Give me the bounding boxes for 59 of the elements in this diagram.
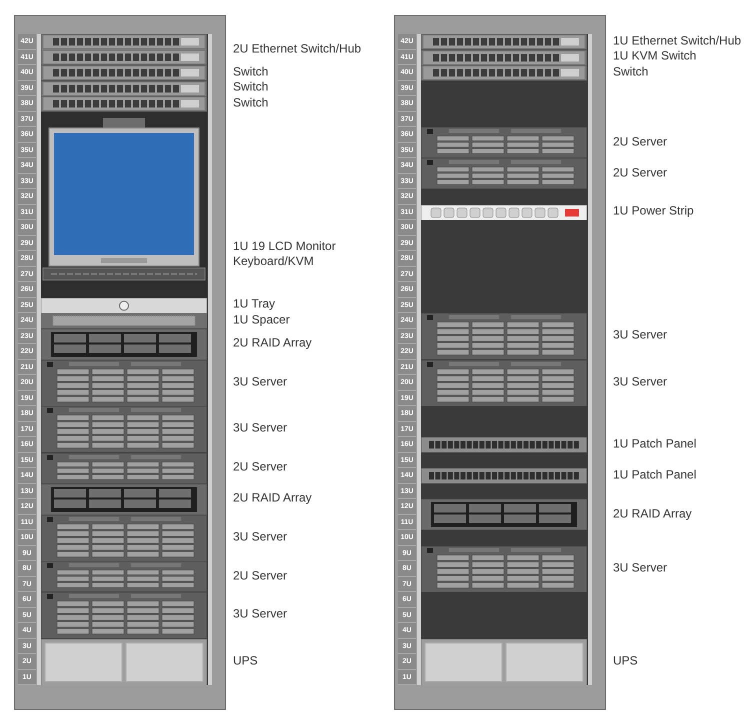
- server-drawing: [421, 127, 587, 158]
- patch-panel-drawing: [421, 437, 587, 452]
- device-label: 2U RAID Array: [233, 336, 312, 350]
- device-label: Switch: [613, 64, 648, 80]
- server-drawing: [41, 561, 207, 592]
- switch-drawing: [41, 80, 207, 96]
- server-drawing: [41, 452, 207, 484]
- device-label: 1U Patch Panel: [613, 467, 696, 482]
- switch-drawing: [41, 96, 207, 112]
- switch-drawing: [421, 50, 587, 65]
- device-label: 1U Power Strip: [613, 204, 694, 219]
- server-drawing: [41, 514, 207, 561]
- server-drawing: [41, 592, 207, 638]
- device-label: 2U Server: [613, 165, 668, 180]
- monitor-drawing: [41, 112, 207, 298]
- device-label: 1U 19 LCD Monitor Keyboard/KVM: [233, 238, 337, 268]
- device-label: Switch: [233, 80, 268, 95]
- raid-array-drawing: [41, 484, 207, 514]
- device-label: 1U KVM Switch: [613, 48, 696, 64]
- server-drawing: [421, 360, 587, 406]
- rack-frame: [394, 15, 606, 710]
- device-label: Switch: [233, 95, 268, 110]
- device-label: 2U Ethernet Switch/Hub: [233, 41, 362, 56]
- device-label: 1U Spacer: [233, 312, 290, 328]
- server-drawing: [421, 313, 587, 360]
- device-label: 1U Patch Panel: [613, 436, 696, 452]
- device-label: 2U Server: [233, 568, 288, 583]
- rack-frame: [14, 15, 226, 710]
- tray-drawing: [41, 298, 207, 313]
- server-drawing: [41, 360, 207, 406]
- device-label: 3U Server: [233, 529, 288, 544]
- ups-drawing: [421, 638, 587, 685]
- device-label: 3U Server: [613, 560, 668, 576]
- device-label: Switch: [233, 64, 268, 80]
- device-label: 2U RAID Array: [233, 490, 312, 506]
- server-drawing: [41, 406, 207, 452]
- device-label: UPS: [613, 653, 638, 668]
- device-label: 3U Server: [613, 374, 668, 390]
- device-label: 2U RAID Array: [613, 506, 692, 521]
- device-label: 1U Tray: [233, 296, 276, 312]
- switch-drawing: [41, 65, 207, 80]
- ups-drawing: [41, 638, 207, 685]
- patch-panel-drawing: [421, 468, 587, 484]
- power-strip-drawing: [421, 204, 587, 220]
- device-label: 2U Server: [613, 134, 668, 149]
- device-label: 2U Server: [233, 460, 288, 474]
- device-label: 3U Server: [233, 374, 288, 390]
- spacer-drawing: [41, 313, 207, 328]
- switch-drawing: [421, 65, 587, 80]
- device-label: 1U Ethernet Switch/Hub: [613, 33, 742, 48]
- device-label: 3U Server: [613, 328, 668, 343]
- device-label: UPS: [233, 653, 258, 668]
- device-label: 3U Server: [233, 420, 288, 436]
- server-drawing: [421, 546, 587, 592]
- server-drawing: [421, 158, 587, 189]
- switch-drawing: [421, 34, 587, 50]
- raid-array-drawing: [421, 499, 587, 530]
- device-label: 3U Server: [233, 606, 288, 622]
- raid-array-drawing: [41, 328, 207, 360]
